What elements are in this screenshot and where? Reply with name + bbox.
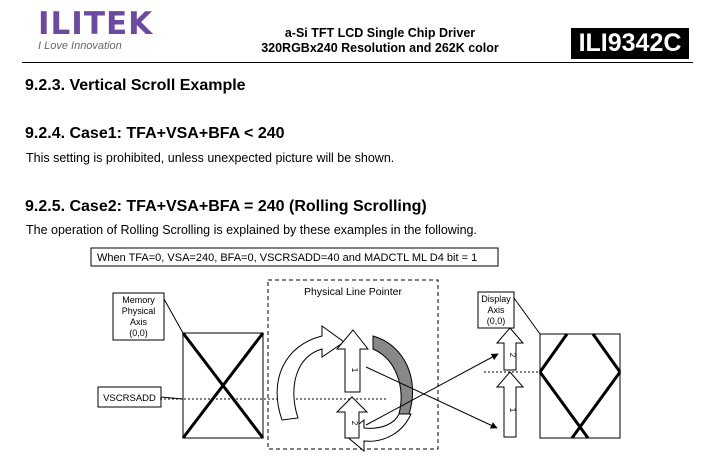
display-arrow-up-1-icon (495, 371, 525, 438)
document-title: a-Si TFT LCD Single Chip Driver 320RGBx2… (230, 26, 530, 56)
display-arrow-label-1: 1 (508, 408, 517, 413)
section-heading-9-2-3: 9.2.3. Vertical Scroll Example (25, 77, 246, 94)
curved-arrow-white-icon (276, 325, 345, 421)
logo-wordmark: ILITEK (38, 6, 154, 42)
memory-label-line-3: Axis (130, 317, 148, 327)
memory-label-line-2: Physical (122, 306, 156, 316)
physical-line-pointer-box: Physical Line Pointer (267, 279, 439, 450)
display-label-line-3: (0,0) (487, 316, 506, 326)
part-number-badge: ILI9342C (571, 28, 689, 59)
document-title-line-2: 320RGBx240 Resolution and 262K color (261, 41, 499, 55)
memory-axis-label: Memory Physical Axis (0,0) (112, 292, 184, 341)
display-arrow-up-2-icon (495, 327, 525, 371)
display-frame (538, 333, 622, 439)
memory-label-line-1: Memory (122, 295, 155, 305)
display-axis-label: Display Axis (0,0) (477, 291, 541, 335)
display-label-line-1: Display (481, 294, 511, 304)
ilitek-logo: ILITEK I Love Innovation (38, 6, 154, 53)
condition-box: When TFA=0, VSA=240, BFA=0, VSCRSADD=40 … (90, 247, 499, 267)
header-rule (22, 62, 693, 63)
section-heading-9-2-4: 9.2.4. Case1: TFA+VSA+BFA < 240 (25, 125, 285, 142)
mapping-arrows (365, 353, 499, 429)
document-title-line-1: a-Si TFT LCD Single Chip Driver (284, 26, 476, 40)
section-body-9-2-4: This setting is prohibited, unless unexp… (26, 151, 395, 165)
pointer-block-arrows: 1 2 (335, 329, 370, 439)
vscrsadd-text: VSCRSADD (103, 393, 156, 404)
display-block-arrows: 2 1 (495, 327, 525, 438)
display-label-line-2: Axis (487, 305, 505, 315)
vscrsadd-label: VSCRSADD (97, 386, 184, 408)
block-arrow-label-2: 2 (350, 421, 359, 426)
memory-physical-frame (181, 332, 265, 439)
section-body-9-2-5: The operation of Rolling Scrolling is ex… (26, 223, 477, 237)
memory-label-line-4: (0,0) (129, 328, 148, 338)
curved-arrow-gray-icon (372, 335, 413, 415)
pointer-title: Physical Line Pointer (304, 286, 403, 298)
block-arrow-up-2-icon (335, 396, 369, 439)
display-arrow-label-2: 2 (508, 353, 517, 358)
block-arrow-up-1-icon (335, 329, 370, 393)
condition-text: When TFA=0, VSA=240, BFA=0, VSCRSADD=40 … (97, 252, 477, 264)
block-arrow-label-1: 1 (350, 368, 359, 373)
section-heading-9-2-5: 9.2.5. Case2: TFA+VSA+BFA = 240 (Rolling… (25, 198, 427, 215)
logo-tagline: I Love Innovation (38, 40, 122, 52)
